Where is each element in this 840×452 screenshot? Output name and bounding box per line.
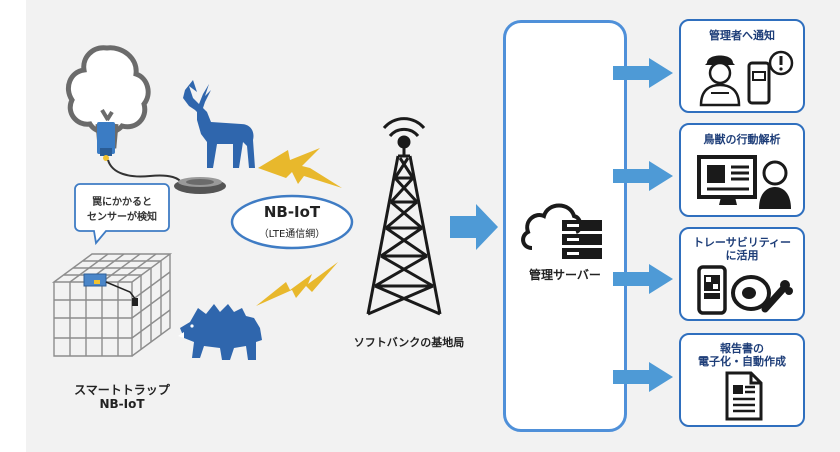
speech-bubble-line-2: センサーが検知 <box>87 212 157 223</box>
card-report-automation: 報告書の 電子化・自動作成 <box>679 333 805 427</box>
bolt-icon-upper <box>258 148 342 188</box>
card-traceability: トレーサビリティー に活用 <box>679 227 805 321</box>
arrow-icon-card-2 <box>613 161 673 191</box>
qr-phone-meat-icon <box>697 265 793 315</box>
deer-icon <box>183 80 255 168</box>
arrow-icon-card-3 <box>613 264 673 294</box>
cloud-icon <box>521 203 583 250</box>
card-behavior-analysis: 鳥獣の行動解析 <box>679 123 805 217</box>
boar-icon <box>178 304 262 360</box>
card-title-line-2: 電子化・自動作成 <box>698 355 786 368</box>
card-title-line-1: トレーサビリティー <box>692 236 792 249</box>
document-icon <box>725 371 763 421</box>
card-title: 管理者へ通知 <box>709 29 775 42</box>
monitor-analyst-icon <box>697 155 791 209</box>
person-with-phone-icon <box>699 50 794 107</box>
tower-icon <box>366 117 442 316</box>
card-title-line-1: 報告書の <box>720 342 764 355</box>
card-notify-admin: 管理者へ通知 <box>679 19 805 113</box>
network-subtitle: （LTE通信網） <box>258 229 326 240</box>
card-title: 鳥獣の行動解析 <box>703 133 781 146</box>
trap-label-line-1: スマートトラップ <box>74 383 170 397</box>
sensor-icon <box>97 122 226 194</box>
arrow-icon-card-4 <box>613 362 673 392</box>
nb-iot-ellipse <box>230 194 354 250</box>
trap-label-line-2: NB-IoT <box>99 397 145 411</box>
arrow-icon-to-server <box>450 204 498 250</box>
tower-label: ソフトバンクの基地局 <box>353 336 465 349</box>
bolt-icon-lower <box>256 262 338 306</box>
speech-bubble-shape <box>74 183 170 246</box>
server-label: 管理サーバー <box>529 268 601 282</box>
server-icon <box>562 220 602 259</box>
speech-bubble-line-1: 罠にかかると <box>92 197 152 208</box>
cage-icon <box>51 253 173 357</box>
arrow-icon-card-1 <box>613 58 673 88</box>
network-title: NB-IoT <box>263 203 321 221</box>
card-title-line-2: に活用 <box>725 249 759 262</box>
